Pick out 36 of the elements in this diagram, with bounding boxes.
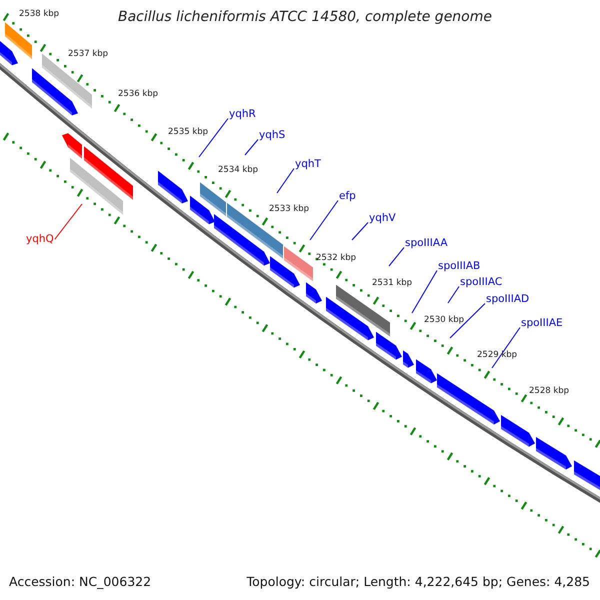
leader-line <box>388 247 404 266</box>
footer-text: Accession: NC_006322 <box>9 576 152 588</box>
gene-label: yqhT <box>295 159 321 170</box>
scale-label: 2538 kbp <box>19 10 60 18</box>
gene-label: yqhQ <box>26 234 54 244</box>
scale-label: 2535 kbp <box>168 128 208 136</box>
leader-line <box>448 286 460 304</box>
leader-line <box>198 118 228 158</box>
scale-label: 2537 kbp <box>68 50 108 58</box>
title: Bacillus licheniformis ATCC 14580, complete genome <box>118 10 492 24</box>
scale-label: 2536 kbp <box>118 90 158 98</box>
gene-label: spoIIIAC <box>460 277 502 288</box>
scale-label: 2529 kbp <box>477 351 518 360</box>
leader-line <box>450 303 486 338</box>
leader-line <box>54 204 82 240</box>
leader-line <box>352 222 368 240</box>
gene-label: spoIIIAE <box>521 318 563 328</box>
gene-label: yqhS <box>259 130 286 140</box>
gene-label: spoIIIAA <box>405 238 448 248</box>
scale-label: 2532 kbp <box>316 254 356 262</box>
gene-label: efp <box>339 191 356 202</box>
gene-label: yqhR <box>229 109 256 120</box>
leader-line <box>244 139 258 156</box>
scale-label: 2528 kbp <box>529 387 570 396</box>
gene-label: spoIIIAB <box>438 261 480 272</box>
scale-label: 2533 kbp <box>269 205 310 214</box>
leader-line <box>412 270 438 314</box>
scale-label: 2534 kbp <box>218 166 258 174</box>
leader-line <box>276 168 294 194</box>
gene-label: spoIIIAD <box>486 294 530 304</box>
scale-label: 2530 kbp <box>424 316 464 324</box>
scale-label: 2531 kbp <box>372 279 412 288</box>
gene-label: yqhV <box>369 213 396 224</box>
leader-line <box>310 200 338 240</box>
leader-line <box>492 327 520 368</box>
footer-text: Topology: circular; Length: 4,222,645 bp; Genes: 4,285 <box>246 576 590 588</box>
